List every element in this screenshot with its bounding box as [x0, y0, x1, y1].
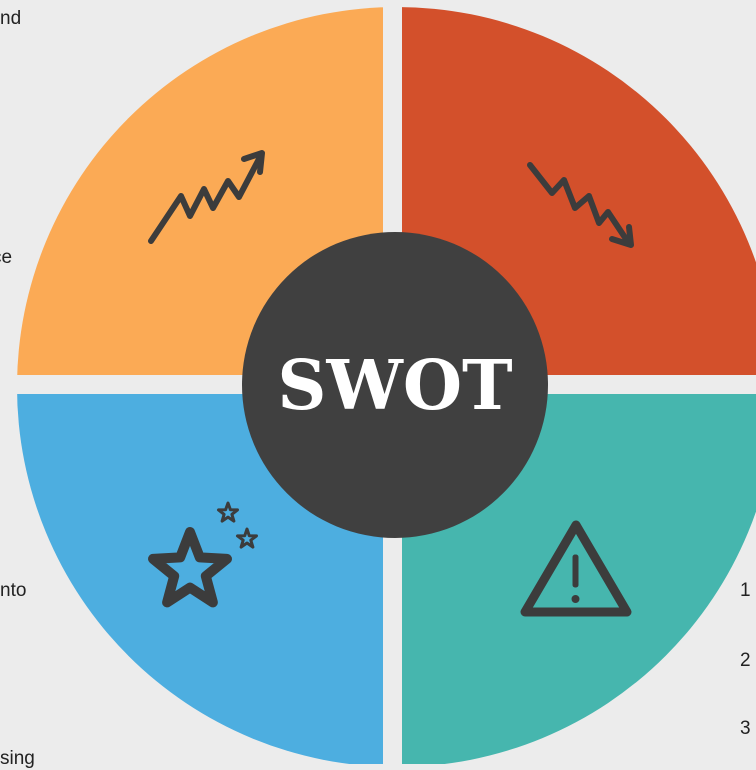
edge-text-left-lower: nto [0, 580, 27, 601]
edge-text-left-bottom: sing [0, 748, 35, 769]
center-label: SWOT [277, 346, 512, 426]
edge-text-right-3: 3 [740, 718, 751, 739]
edge-text-right-1: 1 [740, 580, 751, 601]
stars-icon [148, 501, 258, 608]
edge-text-right-2: 2 [740, 650, 751, 671]
center-circle [242, 232, 548, 538]
edge-text-left-mid-1: ce [0, 247, 13, 268]
edge-text-left-top: nd [0, 8, 22, 29]
trend-down-icon [527, 162, 634, 248]
warning-icon [520, 520, 632, 617]
trend-up-icon [148, 150, 265, 244]
